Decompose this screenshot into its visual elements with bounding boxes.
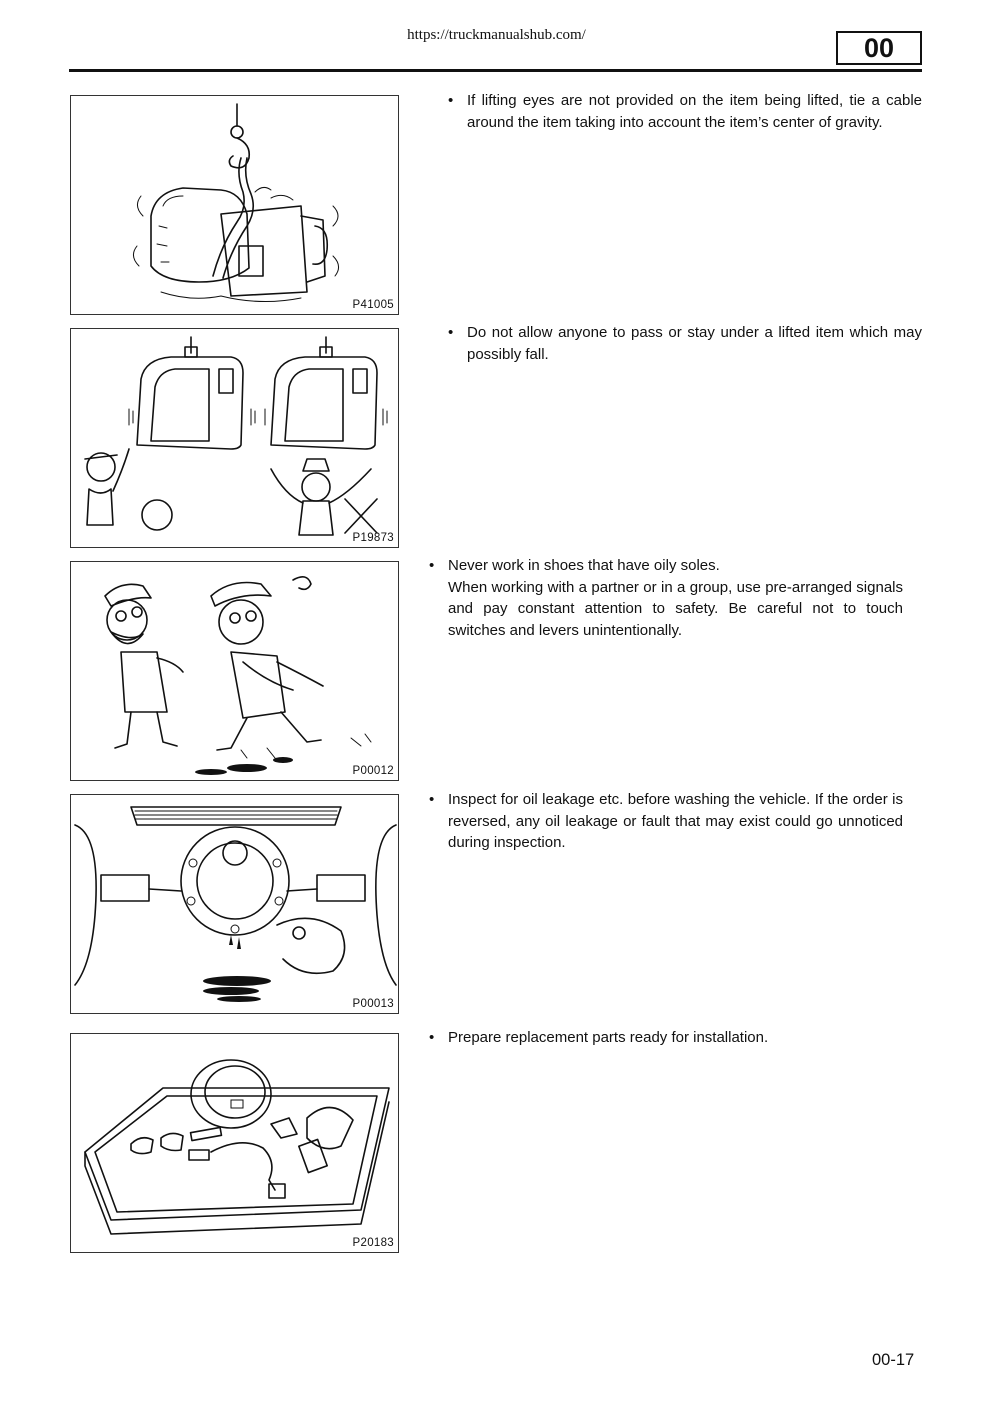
note-lifting-cable: • If lifting eyes are not provided on th… bbox=[448, 90, 922, 133]
figure-lifted-cab: P19873 bbox=[70, 328, 399, 548]
page-number: 00-17 bbox=[872, 1351, 915, 1369]
figure-code: P00013 bbox=[352, 998, 394, 1010]
bullet: • bbox=[448, 324, 454, 341]
oily-shoes-illustration-icon bbox=[104, 576, 372, 775]
figure-oil-leak-inspection: P00013 bbox=[70, 794, 399, 1014]
note-oily-shoes: • Never work in shoes that have oily sol… bbox=[429, 555, 903, 641]
bullet: • bbox=[448, 92, 454, 109]
figure-code: P20183 bbox=[352, 1237, 394, 1249]
figure-code: P00012 bbox=[352, 765, 394, 777]
bullet: • bbox=[429, 1029, 435, 1046]
note-text: Do not allow anyone to pass or stay unde… bbox=[467, 324, 922, 363]
replacement-parts-tray-illustration-icon bbox=[84, 1059, 390, 1235]
figure-replacement-parts: P20183 bbox=[70, 1033, 399, 1253]
header-url: https://truckmanualshub.com/ bbox=[407, 27, 586, 43]
figure-lifted-transmission: P41005 bbox=[70, 95, 399, 315]
section-number-box: 00 bbox=[836, 31, 922, 65]
figure-code: P19873 bbox=[352, 532, 394, 544]
note-text: When working with a partner or in a grou… bbox=[448, 578, 903, 639]
lifted-cab-safety-illustration-icon bbox=[84, 336, 388, 536]
note-text: If lifting eyes are not provided on the … bbox=[467, 92, 922, 131]
oil-leak-inspection-illustration-icon bbox=[74, 806, 397, 1002]
bullet: • bbox=[429, 791, 435, 808]
note-text: Never work in shoes that have oily soles… bbox=[448, 557, 720, 574]
bullet: • bbox=[429, 557, 435, 574]
note-lifted-item: • Do not allow anyone to pass or stay un… bbox=[448, 322, 922, 365]
note-oil-leakage: • Inspect for oil leakage etc. before wa… bbox=[429, 789, 903, 854]
lifted-transmission-illustration-icon bbox=[133, 103, 339, 303]
note-text: Inspect for oil leakage etc. before wash… bbox=[448, 791, 903, 851]
header-rule bbox=[69, 69, 922, 72]
figure-code: P41005 bbox=[352, 299, 394, 311]
figure-oily-shoes: P00012 bbox=[70, 561, 399, 781]
note-replacement-parts: • Prepare replacement parts ready for in… bbox=[429, 1027, 903, 1049]
note-text: Prepare replacement parts ready for inst… bbox=[448, 1029, 769, 1046]
